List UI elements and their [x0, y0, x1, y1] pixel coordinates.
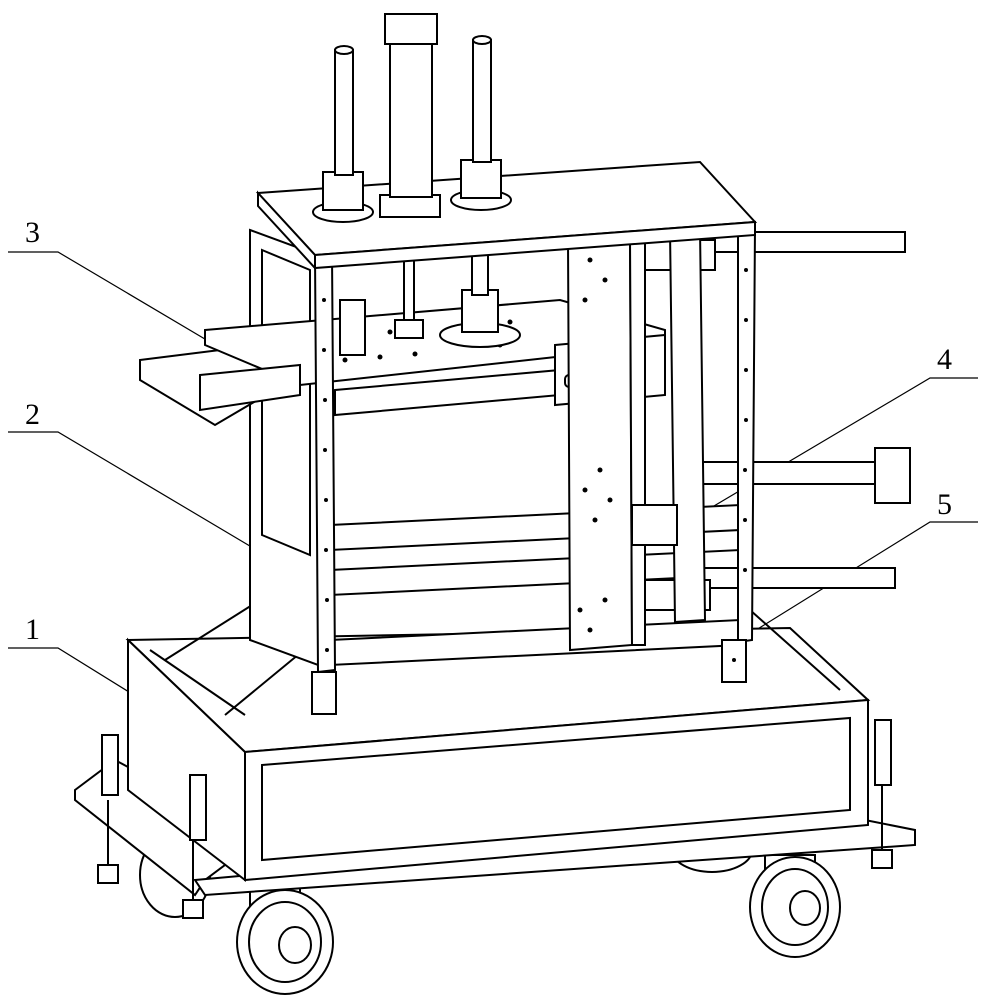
front-left-post [313, 252, 337, 674]
label-4: 4 [937, 343, 952, 376]
front-right-post [737, 224, 757, 644]
leader-line-1 [8, 647, 151, 706]
guide-rod-right [472, 39, 492, 163]
top-plate-front [314, 220, 756, 270]
wheel-hub [278, 926, 312, 964]
post-holes [322, 268, 748, 662]
mounting-block [631, 504, 678, 546]
plate-holes [577, 257, 613, 633]
guide-bushing [460, 159, 502, 199]
label-1: 1 [25, 613, 40, 646]
foot-pad [182, 899, 204, 919]
vertical-plate [566, 233, 678, 652]
label-2: 2 [25, 398, 40, 431]
wheel-hub [789, 890, 821, 926]
rod-cap [334, 45, 354, 55]
leveling-foot [101, 734, 119, 796]
leveling-foot [189, 774, 207, 841]
rear-post [668, 226, 707, 624]
post-foot [311, 671, 337, 715]
base-front-face [244, 698, 869, 882]
guide-rod-left [334, 49, 354, 176]
guide-bushing [322, 171, 364, 211]
leader-line-3 [8, 251, 216, 346]
top-cylinders [312, 13, 512, 223]
rod-end-block [874, 447, 911, 504]
side-window [261, 248, 311, 557]
mounting-plate [566, 234, 634, 652]
leveling-foot [874, 719, 892, 786]
label-3: 3 [25, 216, 40, 249]
guide-bushing [339, 299, 366, 356]
piston-rod [403, 254, 415, 321]
cylinder-cap [384, 13, 438, 45]
foot-pad [871, 849, 893, 869]
guide-bushing [461, 289, 499, 333]
leader-line-2 [8, 431, 266, 556]
top-frame [255, 160, 758, 715]
cylinder-base [379, 194, 441, 218]
guide-rod [699, 461, 891, 485]
base-front-panel [261, 716, 851, 862]
guide-rod [699, 567, 896, 589]
base-brace [749, 609, 841, 691]
foot-pad [97, 864, 119, 884]
base-brace [164, 599, 261, 661]
plate-edge [628, 233, 646, 646]
rod-cap [472, 35, 492, 45]
leader-line-5 [739, 521, 978, 641]
piston-block [394, 319, 424, 339]
label-5: 5 [937, 488, 952, 521]
base-brace [149, 649, 246, 716]
side-plate [249, 228, 319, 667]
air-cylinder [389, 41, 433, 198]
slide-block [199, 363, 301, 412]
